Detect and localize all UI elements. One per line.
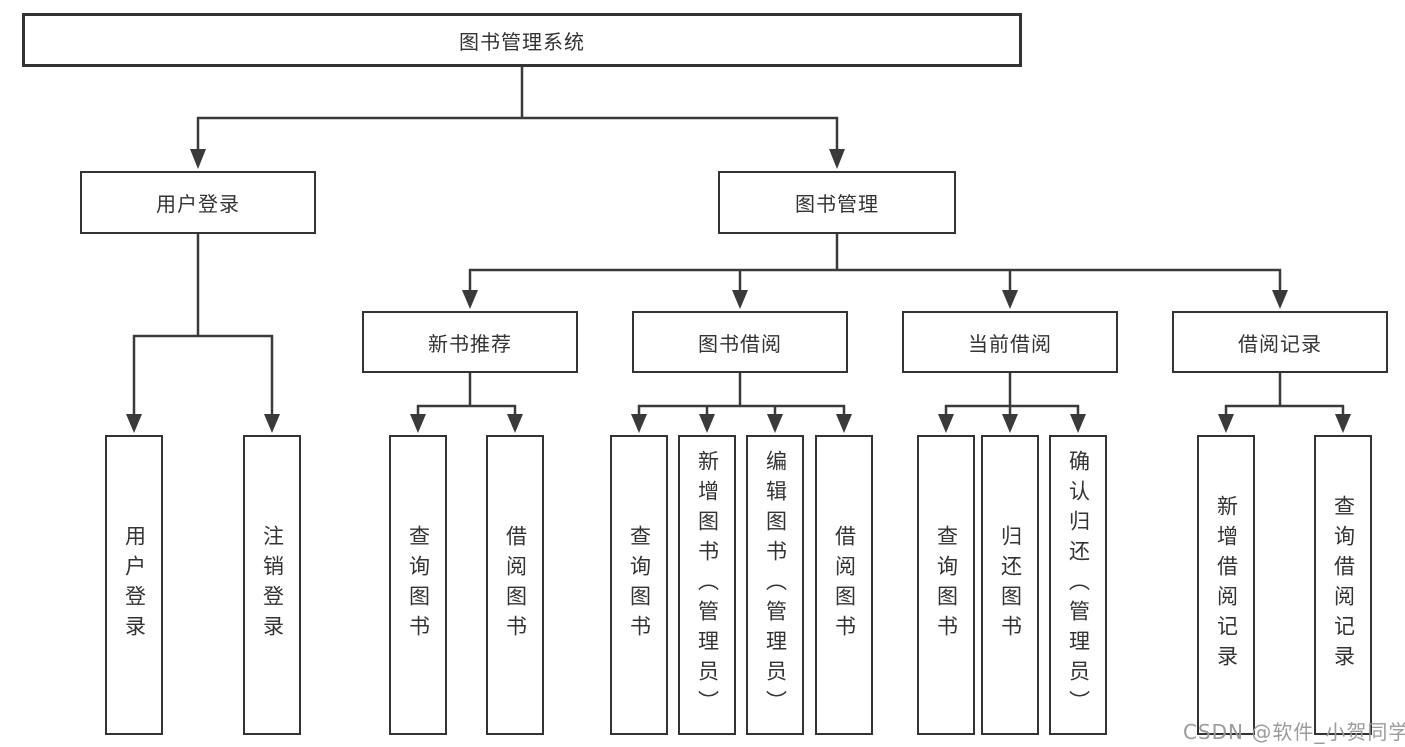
arrow-down-icon <box>1070 414 1086 433</box>
leaf-label: 注销登录 <box>260 525 285 645</box>
arrow-down-icon <box>462 290 478 309</box>
leaf-label: 查询图书 <box>406 525 431 645</box>
arrow-down-icon <box>190 149 206 169</box>
leaf-borrow-books-recommend: 借阅图书 <box>486 435 544 735</box>
leaf-borrow-books: 借阅图书 <box>815 435 873 735</box>
arrow-down-icon <box>126 414 142 433</box>
leaf-query-books-recommend: 查询图书 <box>389 435 447 735</box>
node-book-borrow: 图书借阅 <box>632 311 848 373</box>
leaf-label: 新增图书（管理员） <box>695 450 720 720</box>
arrow-down-icon <box>1335 414 1351 433</box>
leaf-edit-book-admin: 编辑图书（管理员） <box>746 435 804 735</box>
leaf-label: 借阅图书 <box>503 525 528 645</box>
arrow-down-icon <box>507 414 523 433</box>
arrow-down-icon <box>829 149 845 169</box>
leaf-label: 确认归还（管理员） <box>1066 450 1091 720</box>
leaf-add-borrow-record: 新增借阅记录 <box>1197 435 1255 735</box>
leaf-query-books-current: 查询图书 <box>917 435 975 735</box>
leaf-logout: 注销登录 <box>243 435 301 735</box>
leaf-label: 归还图书 <box>998 525 1023 645</box>
arrow-down-icon <box>732 290 748 309</box>
leaf-confirm-return-admin: 确认归还（管理员） <box>1049 435 1107 735</box>
leaf-label: 查询图书 <box>627 525 652 645</box>
arrow-down-icon <box>767 414 783 433</box>
arrow-down-icon <box>699 414 715 433</box>
node-library-management-system: 图书管理系统 <box>22 13 1022 67</box>
leaf-return-books: 归还图书 <box>981 435 1039 735</box>
connector-lines <box>132 66 1345 415</box>
arrowheads <box>126 149 1351 433</box>
node-current-borrow: 当前借阅 <box>902 311 1118 373</box>
leaf-query-borrow-record: 查询借阅记录 <box>1314 435 1372 735</box>
arrow-down-icon <box>1002 414 1018 433</box>
leaf-add-book-admin: 新增图书（管理员） <box>678 435 736 735</box>
node-new-book-recommend: 新书推荐 <box>362 311 578 373</box>
leaf-label: 借阅图书 <box>832 525 857 645</box>
leaf-label: 编辑图书（管理员） <box>763 450 788 720</box>
node-book-management: 图书管理 <box>718 171 956 234</box>
node-user-login: 用户登录 <box>80 171 316 234</box>
leaf-user-login: 用户登录 <box>105 435 163 735</box>
csdn-watermark: CSDN @软件_小贺同学 <box>1183 720 1405 744</box>
leaf-label: 查询借阅记录 <box>1331 495 1356 675</box>
arrow-down-icon <box>1272 290 1288 309</box>
arrow-down-icon <box>836 414 852 433</box>
arrow-down-icon <box>410 414 426 433</box>
arrow-down-icon <box>1002 290 1018 309</box>
leaf-query-books-borrow: 查询图书 <box>610 435 668 735</box>
node-borrow-records: 借阅记录 <box>1172 311 1388 373</box>
arrow-down-icon <box>938 414 954 433</box>
leaf-label: 用户登录 <box>122 525 147 645</box>
arrow-down-icon <box>1218 414 1234 433</box>
arrow-down-icon <box>631 414 647 433</box>
leaf-label: 查询图书 <box>934 525 959 645</box>
arrow-down-icon <box>264 414 280 433</box>
leaf-label: 新增借阅记录 <box>1214 495 1239 675</box>
